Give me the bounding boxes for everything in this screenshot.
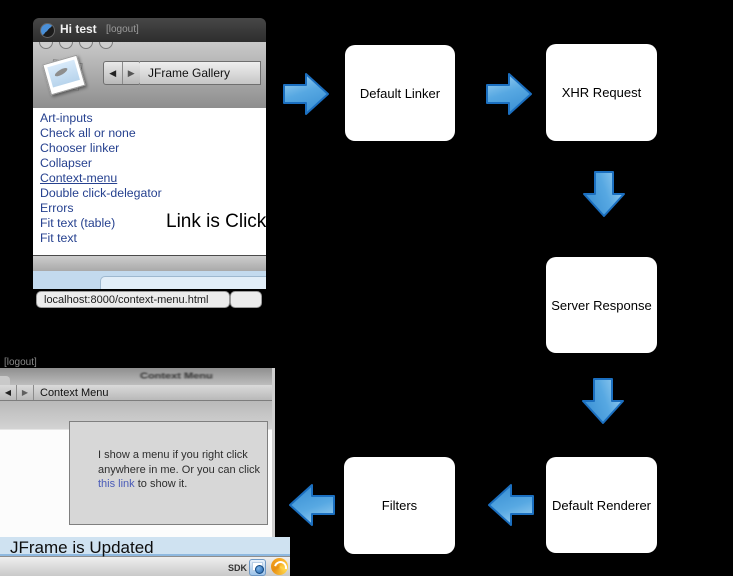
window-title: Hi test bbox=[60, 22, 97, 36]
arrow-left-icon bbox=[488, 484, 534, 526]
flow-box-xhr-request: XHR Request bbox=[546, 44, 657, 141]
flow-box-server-response: Server Response bbox=[546, 257, 657, 353]
demo-text-line1: I show a menu if you right click bbox=[98, 449, 248, 461]
show-menu-link[interactable]: this link bbox=[98, 478, 135, 490]
status-row: localhost:8000/context-menu.html bbox=[33, 291, 266, 308]
gallery-link[interactable]: Double click-delegator bbox=[40, 186, 162, 200]
toolbar-title: Context Menu bbox=[40, 386, 109, 399]
context-menu-toolbar: ◀ ▶ Context Menu bbox=[0, 385, 272, 401]
arrow-right-icon bbox=[486, 73, 532, 115]
back-button[interactable]: ◀ bbox=[0, 385, 17, 400]
gallery-link[interactable]: Collapser bbox=[40, 156, 92, 170]
jframe-updated-annotation: JFrame is Updated bbox=[10, 538, 154, 557]
arrow-down-icon bbox=[582, 378, 624, 424]
photo-viewer-icon[interactable] bbox=[249, 559, 266, 576]
gallery-app-icon bbox=[42, 52, 86, 102]
status-url-tooltip: localhost:8000/context-menu.html bbox=[36, 291, 230, 308]
context-menu-demo-box[interactable]: I show a menu if you right click anywher… bbox=[69, 421, 268, 525]
swirl-icon[interactable] bbox=[271, 558, 290, 576]
demo-text-line2: anywhere in me. Or you can click bbox=[98, 463, 261, 476]
link-clicked-annotation: Link is Clicked bbox=[166, 211, 266, 232]
logout-link[interactable]: [logout] bbox=[106, 24, 139, 35]
update-highlight-bar bbox=[0, 537, 290, 556]
flow-box-label: Default Renderer bbox=[552, 497, 651, 513]
flow-box-default-renderer: Default Renderer bbox=[546, 457, 657, 553]
logout-link[interactable]: [logout] bbox=[4, 357, 37, 368]
arrow-down-icon bbox=[583, 171, 625, 217]
window-button-icon[interactable] bbox=[79, 42, 93, 49]
gallery-link[interactable]: Chooser linker bbox=[40, 141, 120, 155]
browser-toolbar: ◀ ▶ JFrame Gallery bbox=[33, 42, 266, 108]
blurred-titlebar: Context Menu bbox=[0, 368, 272, 385]
arrow-left-icon bbox=[289, 484, 335, 526]
sdk-label: SDK bbox=[228, 563, 248, 573]
gallery-link[interactable]: Errors bbox=[40, 201, 74, 215]
forward-button[interactable]: ▶ bbox=[121, 62, 141, 84]
context-menu-window: Context Menu ◀ ▶ Context Menu I show a m… bbox=[0, 368, 275, 537]
gallery-title-field[interactable]: JFrame Gallery bbox=[140, 61, 261, 85]
window-titlebar: Hi test [logout] bbox=[33, 18, 266, 42]
blurred-window-title: Context Menu bbox=[140, 371, 213, 381]
scroll-strip[interactable] bbox=[33, 255, 266, 271]
flow-box-label: Server Response bbox=[551, 297, 652, 313]
status-url-text: localhost:8000/context-menu.html bbox=[44, 293, 209, 306]
back-button[interactable]: ◀ bbox=[109, 67, 117, 78]
titlebar-notch bbox=[0, 376, 10, 385]
nav-button-group: ◀ ▶ bbox=[103, 61, 141, 85]
demo-text-line3: to show it. bbox=[134, 478, 188, 490]
gallery-link[interactable]: Fit text bbox=[40, 231, 77, 245]
window-button-icon[interactable] bbox=[59, 42, 73, 49]
status-url-tooltip-end bbox=[230, 291, 262, 308]
forward-button[interactable]: ▶ bbox=[17, 385, 34, 400]
window-button-icon[interactable] bbox=[39, 42, 53, 49]
flow-box-default-linker: Default Linker bbox=[345, 45, 455, 141]
context-menu-content: I show a menu if you right click anywher… bbox=[0, 421, 272, 537]
browser-statusbar: SDK bbox=[0, 556, 290, 576]
window-button-icon[interactable] bbox=[99, 42, 113, 49]
app-badge-icon bbox=[40, 23, 55, 38]
demo-box-text: I show a menu if you right click anywher… bbox=[98, 448, 260, 492]
flow-box-label: XHR Request bbox=[561, 85, 642, 100]
bottom-tab bbox=[100, 276, 266, 289]
gallery-link-list: Art-inputs Check all or none Chooser lin… bbox=[40, 111, 162, 246]
jframe-gallery-window: ◀ ▶ JFrame Gallery Art-inputs Check all … bbox=[33, 18, 266, 308]
gallery-link[interactable]: Art-inputs bbox=[40, 111, 93, 125]
arrow-right-icon bbox=[283, 73, 329, 115]
bottom-blue-strip bbox=[33, 271, 266, 289]
gallery-link-list-panel: Art-inputs Check all or none Chooser lin… bbox=[33, 108, 266, 255]
flow-box-label: Filters bbox=[381, 498, 418, 513]
gallery-link[interactable]: Check all or none bbox=[40, 126, 136, 140]
flow-box-label: Default Linker bbox=[359, 85, 441, 101]
flow-box-filters: Filters bbox=[344, 457, 455, 554]
gallery-title-text: JFrame Gallery bbox=[148, 66, 231, 80]
gallery-link[interactable]: Fit text (table) bbox=[40, 216, 116, 230]
gallery-link-active[interactable]: Context-menu bbox=[40, 171, 118, 185]
